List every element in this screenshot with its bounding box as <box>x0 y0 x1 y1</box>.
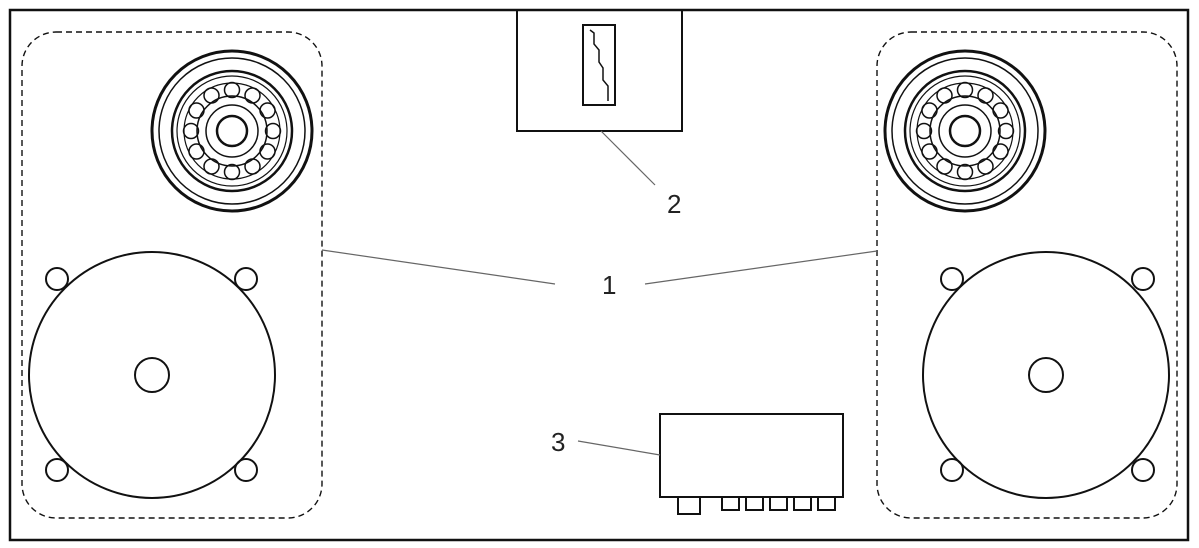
left-woofer-mount-hole <box>45 267 69 291</box>
leader-line-1-left <box>321 249 556 285</box>
left-woofer-mount-hole <box>234 267 258 291</box>
label-amplifier-box: 3 <box>551 427 565 457</box>
bearing-ball <box>915 122 933 140</box>
right-tweeter <box>883 49 1047 213</box>
display-module <box>516 9 683 132</box>
amplifier-connector <box>721 496 740 511</box>
leader-line-3 <box>577 440 661 456</box>
bearing-ball <box>992 102 1009 119</box>
right-woofer-mount-hole <box>940 267 964 291</box>
bearing-ball <box>921 102 938 119</box>
bearing-ball <box>264 122 282 140</box>
bearing-ball <box>223 163 241 181</box>
left-speaker-dashed-outline <box>21 31 323 519</box>
left-woofer-mount-hole <box>234 458 258 482</box>
right-speaker-dashed-outline <box>876 31 1178 519</box>
amplifier-housing <box>659 413 844 498</box>
amplifier-connector <box>745 496 764 511</box>
amplifier-connector <box>817 496 836 511</box>
bearing-ball <box>921 143 938 160</box>
leader-line-2 <box>600 130 656 186</box>
display-module-slot <box>582 24 616 106</box>
right-woofer-mount-hole <box>940 458 964 482</box>
bearing-ball <box>244 158 261 175</box>
right-woofer <box>922 251 1170 499</box>
label-speaker-units: 1 <box>602 270 616 300</box>
bearing-ball <box>956 163 974 181</box>
bearing-ball <box>188 102 205 119</box>
bearing-ball <box>182 122 200 140</box>
right-speaker <box>876 31 1178 519</box>
amplifier-box <box>659 413 844 515</box>
bearing-ball <box>977 158 994 175</box>
bearing-ball <box>259 143 276 160</box>
bearing-ball <box>223 81 241 99</box>
outer-frame <box>8 8 1190 542</box>
bearing-ball <box>203 87 220 104</box>
bearing-ball <box>244 87 261 104</box>
bearing-ball <box>203 158 220 175</box>
bearing-ball <box>977 87 994 104</box>
bearing-ball <box>188 143 205 160</box>
bearing-ball <box>259 102 276 119</box>
left-tweeter <box>150 49 314 213</box>
label-display-module: 2 <box>667 189 681 219</box>
bearing-ball <box>936 158 953 175</box>
bearing-ball <box>997 122 1015 140</box>
left-woofer <box>28 251 276 499</box>
amplifier-connector <box>793 496 812 511</box>
right-woofer-mount-hole <box>1131 458 1155 482</box>
amplifier-connector <box>769 496 788 511</box>
amplifier-connector <box>677 496 701 515</box>
leader-line-1-right <box>644 250 878 285</box>
display-module-box <box>516 9 683 132</box>
right-woofer-mount-hole <box>1131 267 1155 291</box>
left-woofer-mount-hole <box>45 458 69 482</box>
left-speaker <box>21 31 323 519</box>
display-module-step-line <box>589 29 609 101</box>
bearing-ball <box>936 87 953 104</box>
bearing-ball <box>992 143 1009 160</box>
bearing-ball <box>956 81 974 99</box>
